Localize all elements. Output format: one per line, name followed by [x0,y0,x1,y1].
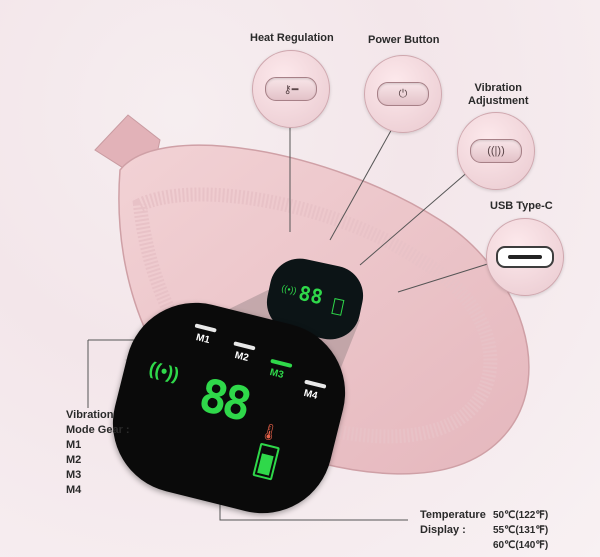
heat-regulation-circle: ⚷━ [252,50,330,128]
vibration-gear-m3: M3 [66,469,82,481]
m1-label: M1 [194,332,211,347]
leader-vibration [359,169,471,266]
vibration-adjustment-label: Vibration Adjustment [468,82,529,108]
vibration-gear-m4: M4 [66,484,82,496]
mini-battery-icon [331,298,345,316]
leader-usb [397,261,495,293]
usb-c-slot [508,255,542,259]
vibration-gear-title-2: Mode Gear : [66,424,130,436]
temperature-50: 50℃(122℉) [493,510,549,521]
heat-regulation-label: Heat Regulation [250,32,334,44]
vibration-gear-legend: Vibration Mode Gear : M1 M2 M3 M4 [66,408,130,498]
temperature-label: Temperature Display : [420,508,486,538]
temperature-60: 60℃(140℉) [493,540,549,551]
m2-bar [233,341,256,351]
m4-label: M4 [302,387,319,402]
heat-button[interactable]: ⚷━ [265,77,317,101]
usb-c-port[interactable] [496,246,554,268]
vibration-gear-m2: M2 [66,454,82,466]
quilted-band [132,187,498,444]
leader-power [329,117,399,241]
temperature-55: 55℃(131℉) [493,525,549,536]
usb-label: USB Type-C [490,200,553,212]
battery-fill [257,453,274,476]
thermometer-icon: 🌡 [257,422,282,444]
mini-vibration-icon: ((•)) [280,282,298,296]
vibration-gear-title-1: Vibration [66,409,114,421]
vibration-gear-m1: M1 [66,439,82,451]
m3-bar [270,358,293,368]
m4-bar [304,379,327,389]
m2-label: M2 [233,350,250,365]
power-button-label: Power Button [368,34,440,46]
m1-bar [194,323,217,333]
temperature-label-1: Temperature [420,509,486,521]
vibration-icon: ((•)) [147,357,182,385]
key-icon: ⚷━ [283,83,299,96]
power-button-circle: ⏻ [364,55,442,133]
temperature-label-2: Display : [420,524,466,536]
temperature-readout: 88 [194,367,254,432]
vibration-circle: ((|)) [457,112,535,190]
temperature-values: 50℃(122℉) 55℃(131℉) 60℃(140℉) [493,508,548,553]
vibration-adjustment-line2: Adjustment [468,95,529,107]
vibration-button[interactable]: ((|)) [470,139,522,163]
m3-label: M3 [268,366,285,382]
vibration-adjustment-line1: Vibration [474,82,522,94]
battery-icon [252,442,280,481]
vibration-icon: ((|)) [487,145,505,157]
power-icon: ⏻ [398,87,408,100]
power-button[interactable]: ⏻ [377,82,429,106]
mini-readout: 88 [296,280,326,310]
usb-circle [486,218,564,296]
